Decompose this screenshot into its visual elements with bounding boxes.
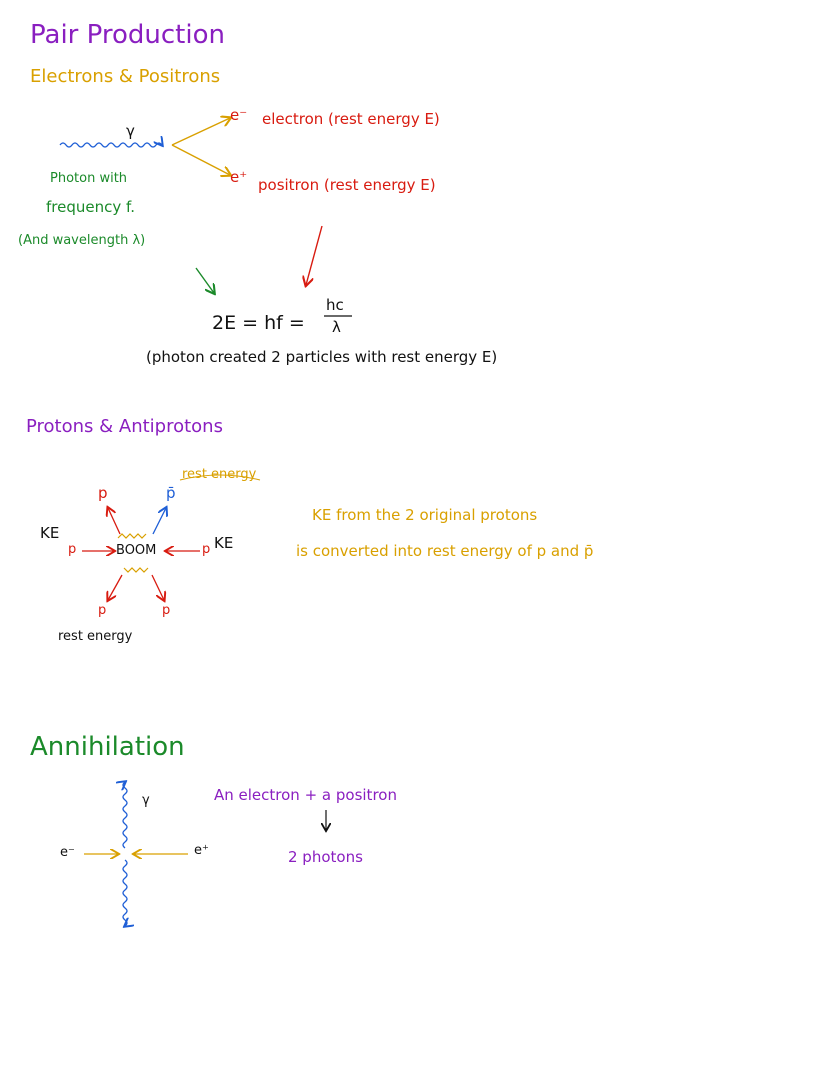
annihilation-e-minus: e⁻ bbox=[60, 845, 75, 860]
photon-wave bbox=[59, 143, 162, 148]
photon-description-line2: frequency f. bbox=[46, 198, 135, 216]
p-left-label: p bbox=[68, 542, 77, 557]
positron-arrow bbox=[171, 144, 230, 175]
photon-up-wave bbox=[123, 782, 128, 849]
electron-arrow bbox=[171, 118, 230, 146]
photon-description-line1: Photon with bbox=[50, 171, 128, 186]
photon-down-wave bbox=[122, 859, 127, 926]
ke-left-label: KE bbox=[40, 524, 60, 542]
red-arrow-to-equation bbox=[306, 225, 323, 285]
positron-label: positron (rest energy E) bbox=[258, 176, 436, 194]
p-bottom-left-label: p bbox=[98, 603, 107, 618]
annihilation-line2: 2 photons bbox=[288, 848, 363, 866]
energy-equation: 2E = hf = bbox=[212, 312, 305, 334]
boom-label: BOOM bbox=[116, 543, 157, 558]
green-arrow-to-equation bbox=[195, 267, 214, 293]
protons-note-line2: is converted into rest energy of p and p… bbox=[296, 542, 594, 560]
p-right-label: p bbox=[202, 542, 211, 557]
gamma-symbol: γ bbox=[126, 122, 135, 140]
p-down-right-arrow bbox=[151, 574, 164, 600]
p-down-left-arrow bbox=[108, 574, 123, 600]
protons-heading: Protons & Antiprotons bbox=[26, 416, 223, 437]
ke-right-label: KE bbox=[214, 534, 234, 552]
protons-note-line1: KE from the 2 original protons bbox=[312, 506, 538, 524]
equation-numerator: hc bbox=[326, 296, 344, 314]
photon-description-line3: (And wavelength λ) bbox=[18, 233, 146, 248]
rest-energy-top-label: rest energy bbox=[182, 467, 257, 482]
annihilation-gamma: γ bbox=[142, 793, 150, 808]
p-bottom-right-label: p bbox=[162, 603, 171, 618]
electrons-positrons-heading: Electrons & Positrons bbox=[30, 66, 221, 87]
rest-energy-bottom-label: rest energy bbox=[58, 629, 133, 644]
p-top-label: p bbox=[98, 484, 108, 502]
annihilation-title: Annihilation bbox=[30, 732, 185, 762]
electron-label: electron (rest energy E) bbox=[262, 110, 440, 128]
e-minus-symbol: e⁻ bbox=[230, 106, 248, 124]
p-up-arrow bbox=[108, 508, 121, 535]
equation-note: (photon created 2 particles with rest en… bbox=[146, 348, 498, 366]
equation-denominator: λ bbox=[332, 318, 341, 336]
annihilation-line1: An electron + a positron bbox=[214, 786, 397, 804]
page-title: Pair Production bbox=[30, 20, 225, 50]
pbar-top-label: p̄ bbox=[166, 484, 176, 502]
annihilation-e-plus: e⁺ bbox=[194, 843, 209, 858]
pbar-up-arrow bbox=[152, 508, 166, 535]
e-plus-symbol: e⁺ bbox=[230, 168, 248, 186]
